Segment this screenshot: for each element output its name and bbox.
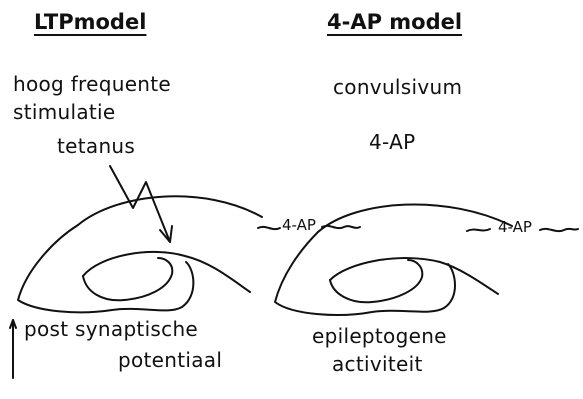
left-hippocampus-slice bbox=[18, 196, 262, 312]
bath-label-left: 4-AP bbox=[282, 216, 316, 234]
up-arrow-icon bbox=[10, 320, 16, 378]
bath-label-right: 4-AP bbox=[498, 218, 532, 236]
